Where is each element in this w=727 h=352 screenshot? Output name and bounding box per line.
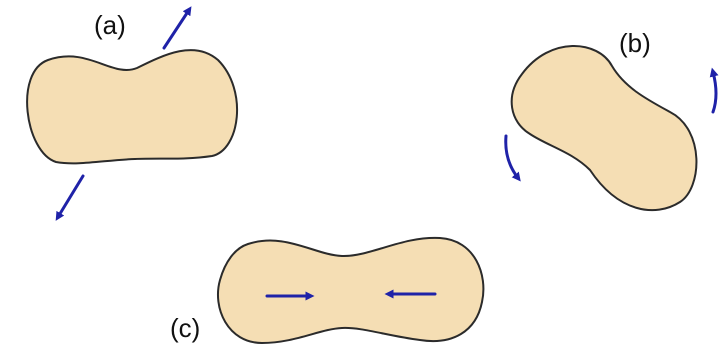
- arrow-b-right: [713, 72, 716, 112]
- panel-a: (a): [27, 10, 237, 217]
- label-b: (b): [619, 28, 651, 58]
- panel-b: (b): [506, 28, 716, 210]
- arrow-a-down: [58, 176, 83, 217]
- peanut-body-c: [218, 238, 483, 343]
- label-a: (a): [94, 10, 126, 40]
- peanut-body-b: [512, 46, 697, 210]
- peanut-body-a: [27, 50, 237, 163]
- panel-c: (c): [170, 238, 483, 343]
- label-c: (c): [170, 313, 200, 343]
- arrow-b-left: [506, 136, 518, 178]
- arrow-a-up: [164, 10, 189, 48]
